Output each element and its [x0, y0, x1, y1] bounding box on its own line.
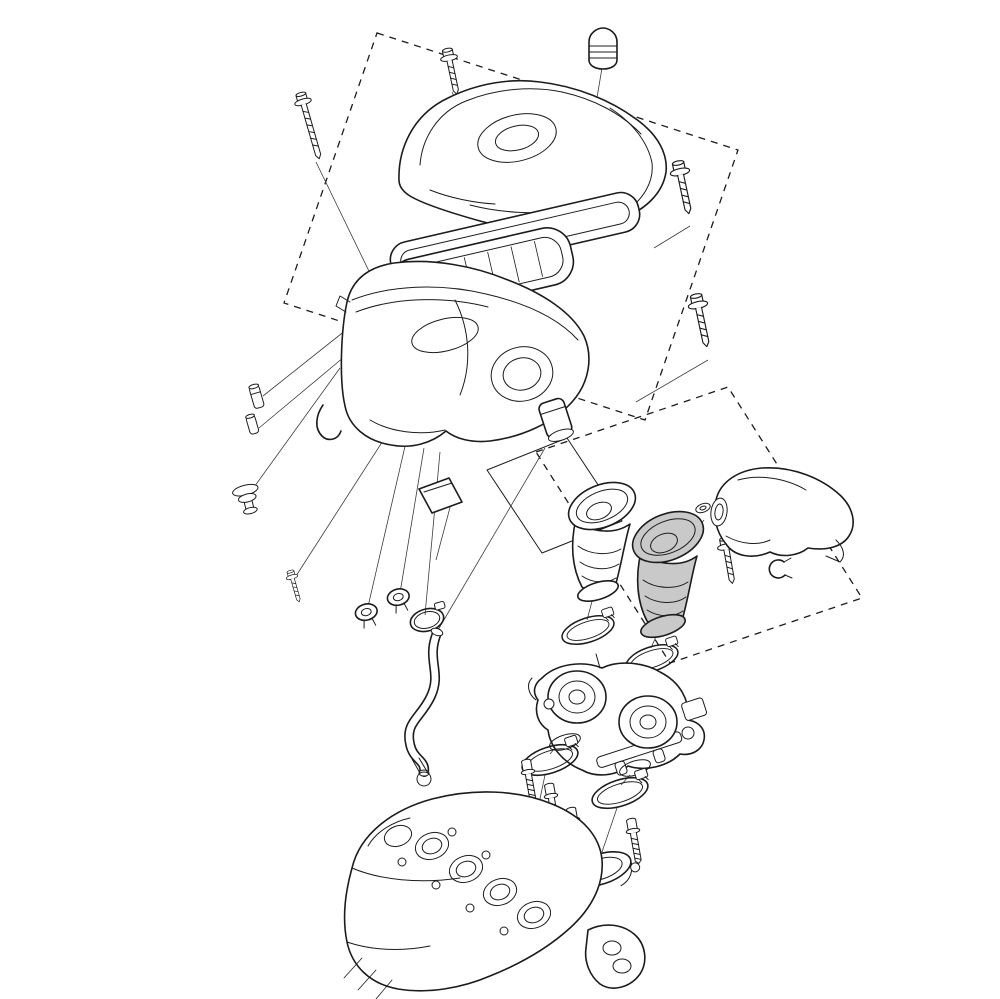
washer — [695, 502, 711, 514]
case-drain-stub — [538, 397, 574, 442]
retainer-pin — [248, 383, 265, 409]
flange-screw — [438, 46, 466, 97]
air-cleaner-case-cover — [398, 79, 667, 228]
air-cleaner-case-lower — [335, 260, 590, 447]
intake-funnel-joint — [567, 481, 637, 602]
retainer-pin — [245, 413, 260, 435]
grommet — [354, 603, 378, 629]
flange-screw — [667, 158, 699, 217]
mounting-plate — [486, 437, 623, 554]
hook-clip — [316, 404, 342, 441]
e-clip — [768, 557, 793, 579]
flange-screw — [685, 291, 717, 350]
flange-bolt-long — [291, 89, 328, 162]
stay-bracket — [418, 477, 463, 514]
air-duct-resonator — [710, 467, 854, 563]
small-bolt — [284, 568, 306, 604]
hose-clamp-small — [409, 600, 446, 633]
grommet-stack — [232, 483, 259, 515]
drain-hose — [404, 627, 444, 777]
head-side-bracket — [584, 924, 646, 989]
grommet — [386, 588, 410, 614]
throttle-body-assembly — [528, 653, 708, 777]
breather-cap — [588, 27, 618, 70]
intake-joint-assembly-boundary — [535, 386, 863, 664]
spring-clip — [411, 757, 432, 787]
intake-funnel-joint-highlighted — [631, 510, 705, 639]
cylinder-head — [343, 791, 603, 999]
